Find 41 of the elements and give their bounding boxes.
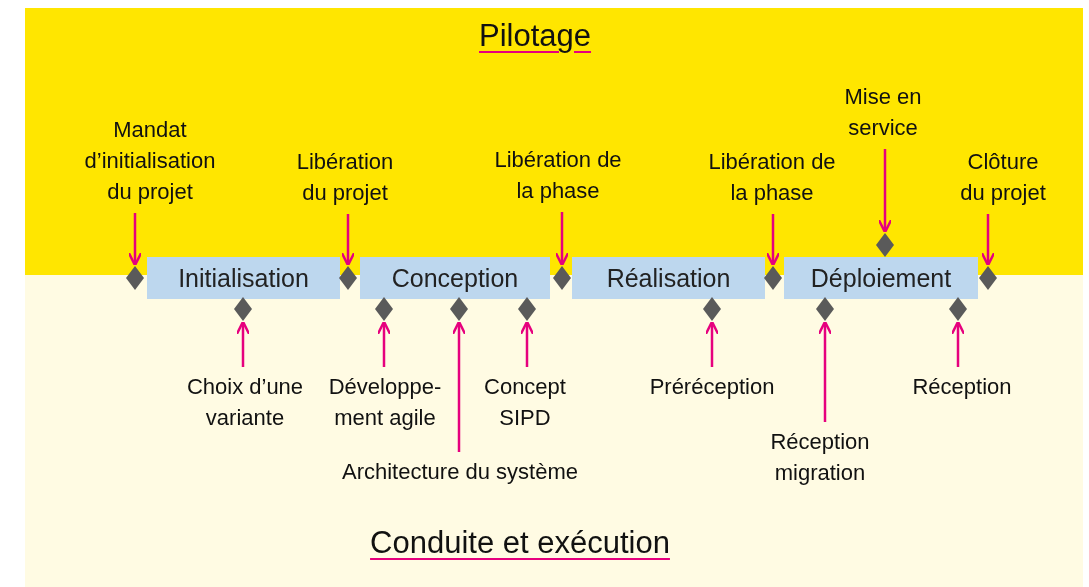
arrow (554, 212, 570, 267)
arrow (127, 213, 143, 267)
milestone-diamond (518, 297, 536, 321)
milestone-diamond (703, 297, 721, 321)
band-title: Conduite et exécution (370, 525, 670, 561)
milestone-label: Réception (897, 371, 1027, 402)
arrow (950, 320, 966, 367)
milestone-label: Clôture du projet (953, 146, 1053, 208)
band-title: Pilotage (479, 18, 591, 54)
arrow (376, 320, 392, 367)
milestone-diamond (375, 297, 393, 321)
arrow (817, 320, 833, 422)
milestone-label: Mandat d’initialisation du projet (70, 114, 230, 207)
milestone-label: Préréception (637, 371, 787, 402)
milestone-diamond (876, 233, 894, 257)
milestone-label: Mise en service (833, 81, 933, 143)
arrow (765, 214, 781, 267)
milestone-label: Choix d’une variante (175, 371, 315, 433)
milestone-diamond (816, 297, 834, 321)
milestone-diamond (949, 297, 967, 321)
milestone-diamond (234, 297, 252, 321)
milestone-label: Réception migration (760, 426, 880, 488)
milestone-diamond (450, 297, 468, 321)
phase-box: Déploiement (784, 257, 978, 299)
arrow (980, 214, 996, 267)
arrow (704, 320, 720, 367)
arrow (877, 149, 893, 234)
phase-box: Conception (360, 257, 550, 299)
milestone-diamond (126, 266, 144, 290)
arrow (519, 320, 535, 367)
arrow (451, 320, 467, 452)
phase-box: Réalisation (572, 257, 765, 299)
milestone-label: Concept SIPD (475, 371, 575, 433)
phase-box: Initialisation (147, 257, 340, 299)
milestone-label: Architecture du système (315, 456, 605, 487)
milestone-label: Libération de la phase (708, 146, 836, 208)
arrow (340, 214, 356, 267)
milestone-label: Développe- ment agile (326, 371, 444, 433)
milestone-label: Libération de la phase (494, 144, 622, 206)
milestone-label: Libération du projet (285, 146, 405, 208)
arrow (235, 320, 251, 367)
